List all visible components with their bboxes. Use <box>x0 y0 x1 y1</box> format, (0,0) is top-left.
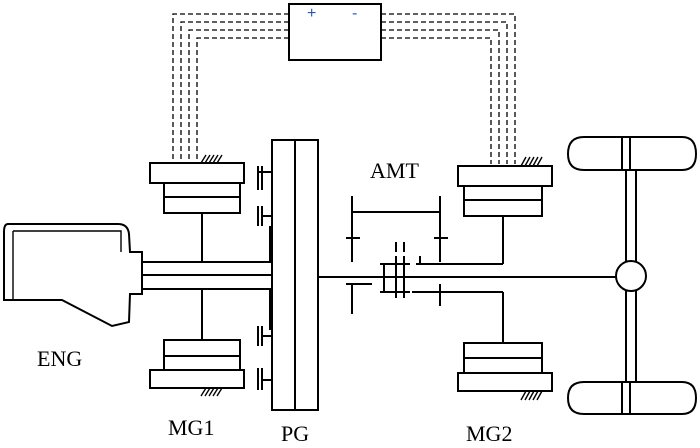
mg2-motor-upper <box>446 156 553 265</box>
mg2-motor-lower <box>446 291 553 401</box>
engine-label: ENG <box>37 346 82 371</box>
engine <box>3 223 143 328</box>
battery: + - <box>288 3 382 61</box>
battery-plus-terminal: + <box>307 5 316 22</box>
planetary-gear <box>257 139 319 411</box>
mg1-label: MG1 <box>168 415 214 440</box>
differential <box>615 170 647 382</box>
battery-minus-terminal: - <box>352 5 357 22</box>
amt-label: AMT <box>370 158 419 183</box>
mg2-ground-hatch-bottom <box>520 390 544 401</box>
main-shafts <box>142 261 620 290</box>
mg1-ground-hatch-top <box>200 154 223 164</box>
rear-wheel <box>566 381 698 415</box>
battery-wiring <box>172 13 516 164</box>
mg1-ground-hatch-bottom <box>200 387 223 397</box>
mg2-ground-hatch-top <box>520 156 544 167</box>
pg-label: PG <box>281 421 309 443</box>
mg1-motor-lower <box>149 289 245 397</box>
mg2-label: MG2 <box>466 421 512 443</box>
front-wheel <box>566 136 698 171</box>
mg1-motor-upper <box>149 154 245 262</box>
amt-gearbox <box>346 196 448 314</box>
